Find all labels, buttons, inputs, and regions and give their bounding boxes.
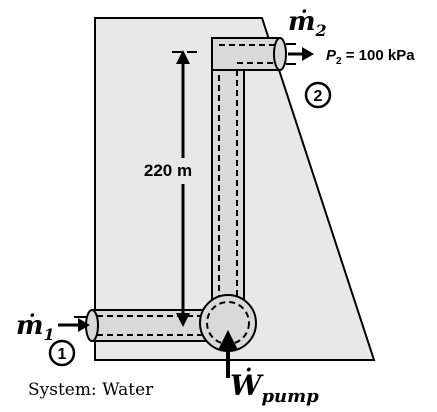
outlet-mass-flow-symbol: ṁ (288, 7, 316, 37)
outlet-pressure-symbol: P (326, 47, 337, 64)
inlet-mass-flow-label: ṁ1 (16, 311, 55, 344)
inlet-mass-flow-subscript: 1 (44, 325, 55, 344)
inlet-pipe (85, 309, 217, 342)
outlet-mass-flow-label: ṁ2 (288, 7, 327, 40)
outlet-pressure-value: = 100 kPa (342, 47, 416, 64)
outlet-mass-flow-subscript: 2 (315, 21, 327, 40)
outlet-pipe (211, 37, 287, 71)
outlet-flow-arrow (286, 43, 314, 65)
height-label: 220 m (144, 161, 192, 180)
state-marker-1: 1 (48, 339, 76, 367)
inlet-mass-flow-symbol: ṁ (16, 311, 44, 341)
riser-pipe (211, 37, 245, 309)
pump-work-symbol: Ẇ (230, 367, 264, 402)
pump-work-subscript: pump (261, 386, 319, 407)
outlet-pressure-label: P2 = 100 kPa (326, 47, 415, 67)
inlet-flow-arrow (58, 316, 90, 332)
pump-work-label: Ẇpump (230, 367, 319, 407)
pump-work-arrow (218, 330, 238, 378)
system-label: System: Water (28, 380, 154, 400)
state-number-1: 1 (58, 346, 67, 363)
state-marker-2: 2 (304, 81, 332, 109)
state-number-2: 2 (314, 88, 323, 105)
outlet-pressure-subscript: 2 (336, 56, 342, 67)
height-dimension (134, 50, 202, 327)
